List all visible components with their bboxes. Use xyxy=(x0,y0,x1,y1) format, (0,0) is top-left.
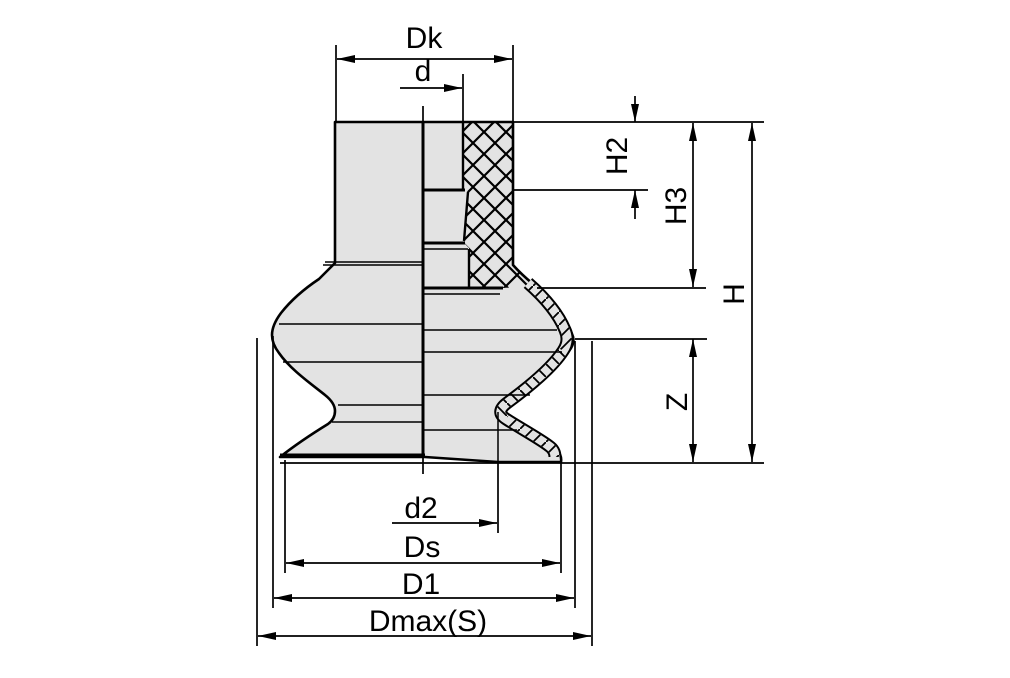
dim-label-z: Z xyxy=(661,393,694,411)
dim-label-d1: D1 xyxy=(402,568,440,601)
dim-label-h2: H2 xyxy=(601,137,634,175)
dim-label-dk: Dk xyxy=(406,22,444,55)
bellows-wall-section xyxy=(494,278,574,458)
dim-label-dmax: Dmax(S) xyxy=(369,605,487,638)
bore-edge-lines xyxy=(461,122,471,288)
fitting-crosshatch-section xyxy=(463,122,534,288)
dim-label-ds: Ds xyxy=(404,531,441,564)
thin-edge-lines xyxy=(279,248,562,462)
dim-label-h: H xyxy=(718,283,751,305)
dim-label-d2: d2 xyxy=(404,492,437,525)
dim-label-d: d xyxy=(415,55,432,88)
thick-section-lines xyxy=(280,122,503,457)
dim-label-h3: H3 xyxy=(660,187,693,225)
